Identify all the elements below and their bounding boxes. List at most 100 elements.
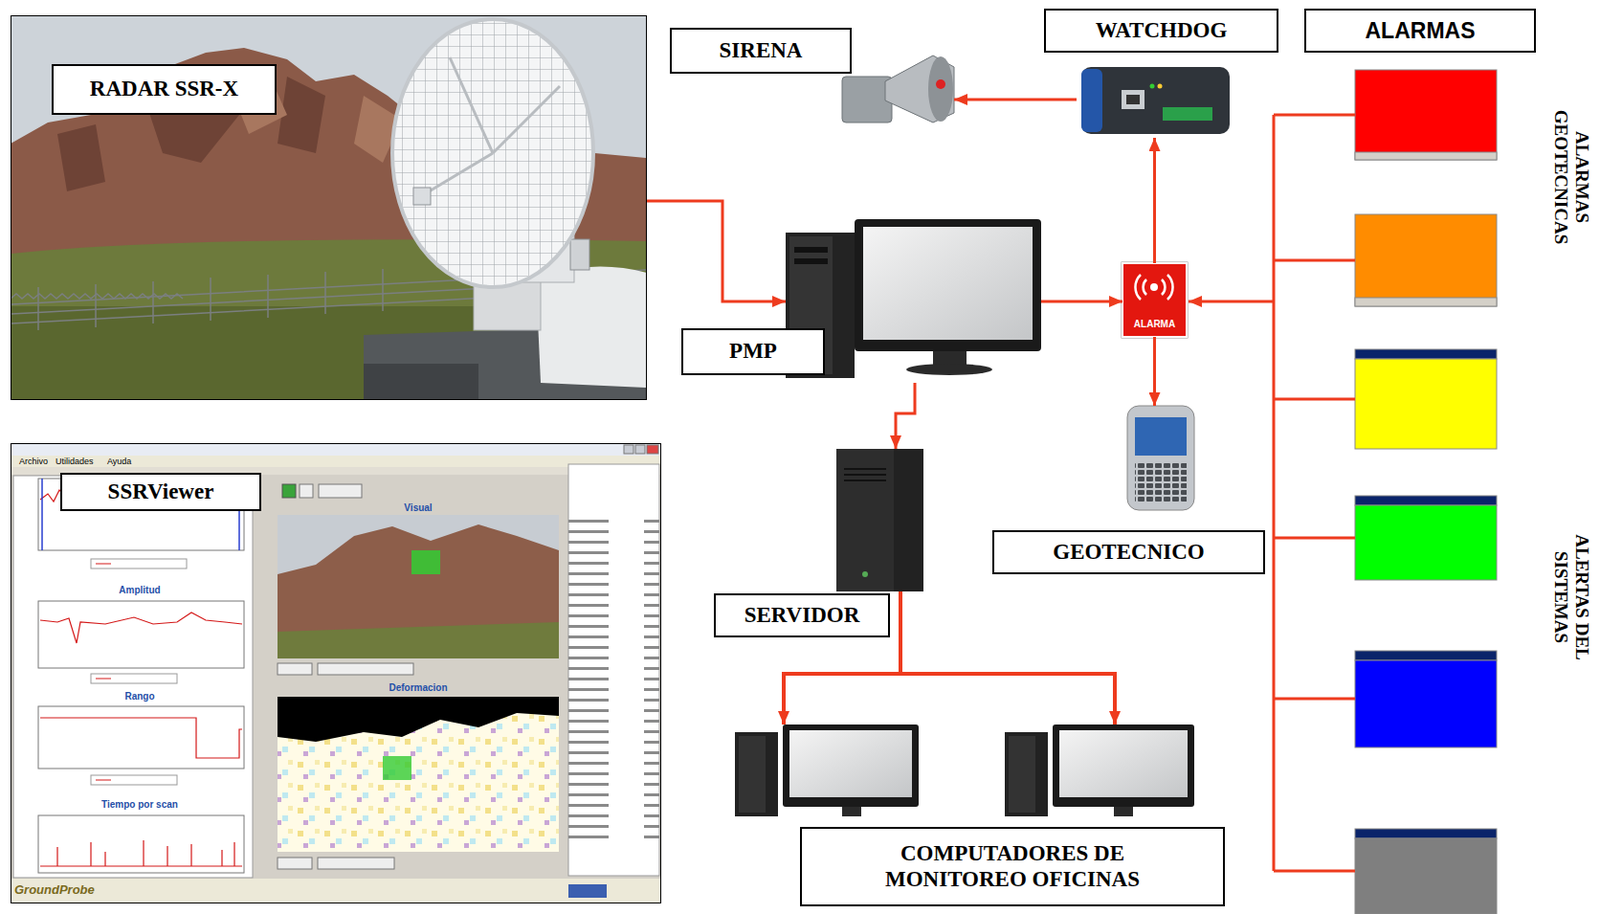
view-title: Deformacion [388, 682, 447, 693]
ssrviewer-screenshot [299, 484, 313, 498]
siren-icon [928, 56, 954, 122]
connector-arrow [646, 200, 786, 302]
siren-icon [935, 79, 946, 89]
label-box: SERVIDOR [713, 593, 890, 638]
server-tower [844, 468, 887, 481]
chart-title: Tiempo por scan [101, 799, 178, 810]
photo-panel: RADAR SSR-X [10, 15, 647, 400]
logo-text: GroundProbe [14, 882, 95, 897]
radar-photo [38, 268, 383, 331]
siren-icon [885, 55, 955, 123]
ssrviewer-screenshot [40, 612, 243, 644]
ssrviewer-screenshot [38, 600, 245, 668]
office-computer [1004, 724, 1195, 817]
office-computer [738, 735, 766, 813]
alarm-window [1355, 69, 1497, 160]
alarm-window [1355, 358, 1497, 449]
connector-arrow [900, 591, 1115, 725]
ssrviewer-screenshot [635, 444, 645, 454]
ssrviewer-screenshot [277, 696, 559, 852]
alarm-bracket [1188, 300, 1274, 304]
watchdog-device [1081, 66, 1230, 134]
office-computer [1052, 724, 1195, 807]
office-computer [1004, 732, 1048, 817]
phone-icon [1127, 405, 1195, 511]
node-text: PMP [729, 338, 778, 364]
alarm-bracket [1273, 114, 1356, 871]
node-text: SERVIDOR [744, 602, 861, 628]
siren-icon [842, 55, 955, 123]
radar-photo [363, 363, 479, 400]
ssrviewer-screenshot [10, 443, 662, 904]
server-tower [836, 448, 924, 592]
watchdog-device [1126, 94, 1140, 105]
alarm-window [1355, 838, 1497, 914]
alarm-window [1355, 828, 1497, 839]
alarm-window [1355, 297, 1497, 307]
view-title: Visual [403, 502, 432, 513]
ssrviewer-screenshot [623, 444, 634, 454]
alarm-window [1355, 152, 1497, 160]
label-box: PMP [681, 328, 825, 376]
ssrviewer-screenshot [90, 775, 178, 785]
pmp-computer [854, 219, 1042, 352]
server-node: SERVIDOR [836, 448, 924, 592]
siren-icon [842, 76, 892, 123]
screenshot-panel: SSRViewer [10, 443, 662, 904]
side-label: ALARMAS GEOTECNICAS [1550, 81, 1593, 273]
label-box: SSRViewer [60, 472, 262, 512]
alarm-bracket [1188, 114, 1356, 871]
label-box: GEOTECNICO [992, 530, 1266, 575]
menu-item: Archivo [19, 456, 48, 467]
node-text: GEOTECNICO [1052, 539, 1204, 565]
connector-arrow [1153, 336, 1156, 406]
ssrviewer-screenshot [38, 706, 245, 769]
office-computer [1113, 806, 1134, 817]
alarm-window [1355, 495, 1497, 506]
phone-icon [1134, 417, 1187, 456]
ssrviewer-screenshot [90, 673, 178, 684]
alarm-window [1355, 349, 1497, 359]
ssrviewer-screenshot [568, 516, 660, 843]
node-text: RADAR SSR-X [89, 76, 239, 102]
phone-icon [1127, 405, 1195, 511]
radar-photo [570, 239, 590, 270]
heading-box: ALARMAS [1304, 8, 1536, 53]
ssrviewer-screenshot [40, 840, 243, 867]
chart-title: Amplitud [118, 584, 160, 596]
office-computer [782, 724, 919, 807]
office-computer [789, 730, 912, 798]
alarm-window [1355, 214, 1497, 307]
chart-title: Rango [124, 690, 155, 702]
radar-photo [11, 16, 646, 400]
pmp-computer [794, 258, 828, 265]
node-text: SSRViewer [108, 479, 215, 505]
ssrviewer-screenshot [40, 717, 243, 758]
radar-photo [535, 266, 646, 388]
ssrviewer-screenshot [277, 622, 559, 659]
alarm-node: ALARMA [1122, 263, 1187, 337]
alarm-icon [1134, 274, 1173, 300]
phone-icon [1134, 463, 1187, 504]
siren-node: SIRENA [836, 50, 955, 128]
radar-photo [57, 66, 326, 192]
menu-item: Ayuda [107, 456, 132, 467]
office-computer [842, 806, 862, 817]
watchdog-device [1150, 84, 1156, 89]
label-box: SIRENA [669, 27, 852, 74]
alarm-window [1355, 505, 1497, 580]
server-tower [836, 448, 894, 592]
ssrviewer-screenshot [318, 484, 362, 498]
phone-node: GEOTECNICO [1120, 405, 1200, 511]
connector-arrow [1153, 137, 1156, 264]
node-text: COMPUTADORES DE MONITOREO OFICINAS [868, 841, 1156, 892]
alarm-icon [1121, 262, 1188, 338]
ssrviewer-screenshot [382, 755, 412, 780]
connector-arrow [1041, 300, 1123, 304]
pc-node: PMP [785, 219, 1042, 383]
office-node: COMPUTADORES DE MONITOREO OFICINAS [734, 724, 1225, 907]
side-label: ALERTAS DEL SISTEMAS [1550, 501, 1593, 693]
alarm-bracket [1272, 114, 1276, 871]
